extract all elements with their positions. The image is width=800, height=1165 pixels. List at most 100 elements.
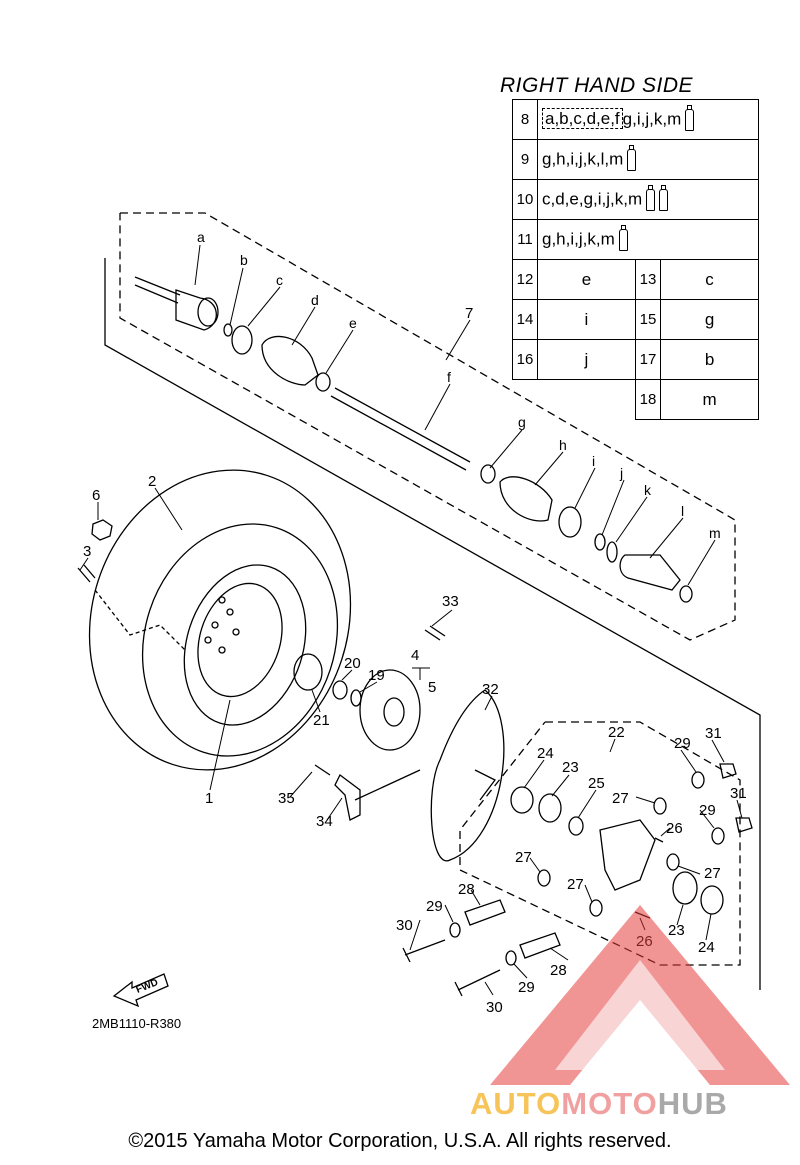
part-23-bearing-right — [672, 871, 698, 905]
part-i-band — [558, 506, 582, 538]
grease-tube-icon — [646, 184, 656, 211]
kit-pair-right-number: 18 — [634, 379, 662, 420]
label-j: j — [619, 465, 623, 481]
part-29-washer-mid — [711, 827, 725, 845]
kit-row-contents: g,h,i,j,k,l,m — [537, 139, 759, 180]
callout-26-top: 26 — [666, 820, 683, 837]
callout-27-d: 27 — [704, 865, 721, 882]
callout-19: 19 — [368, 667, 385, 684]
callout-2: 2 — [148, 473, 156, 490]
callout-35: 35 — [278, 790, 295, 807]
copyright-notice: ©2015 Yamaha Motor Corporation, U.S.A. A… — [128, 1130, 672, 1152]
kit-pair-left-value: i — [537, 299, 636, 340]
callout-31-top: 31 — [705, 725, 722, 742]
kit-pair-right-value: b — [660, 339, 759, 380]
kit-row-number: 11 — [512, 219, 538, 260]
callout-27-c: 27 — [567, 876, 584, 893]
callout-34: 34 — [316, 813, 333, 830]
grease-tube-icon — [659, 184, 669, 211]
kit-pair-left-value: e — [537, 259, 636, 300]
callout-1: 1 — [205, 790, 213, 807]
label-b: b — [240, 252, 248, 268]
label-e: e — [349, 315, 357, 331]
part-g-band — [480, 464, 496, 484]
callout-21: 21 — [313, 712, 330, 729]
callout-29-bottom: 29 — [518, 979, 535, 996]
valve-leader — [94, 589, 186, 651]
part-34-bracket — [334, 774, 361, 821]
callout-7: 7 — [465, 305, 473, 322]
label-a: a — [197, 229, 205, 245]
part-h-boot — [499, 476, 553, 522]
kit-pair-left-number: 14 — [512, 299, 538, 340]
grease-tube-icon — [618, 224, 628, 251]
callout-20: 20 — [344, 655, 361, 672]
part-f-shaft — [330, 387, 471, 471]
part-j-clip — [594, 533, 606, 551]
callout-32: 32 — [482, 681, 499, 698]
label-i: i — [592, 453, 595, 469]
part-24-bearing-left — [510, 786, 534, 814]
fwd-arrow-icon: FWD — [112, 973, 169, 1008]
label-h: h — [559, 437, 567, 453]
kit-row-text: c,d,e,g,i,j,k,m — [542, 188, 643, 208]
watermark-text: AUTOMOTOHUB — [470, 1086, 728, 1122]
kit-pair-right-value: c — [660, 259, 759, 300]
part-32-brake-disc — [430, 689, 505, 862]
part-29-washer-left — [449, 922, 461, 938]
part-31-nut-top — [719, 763, 737, 779]
part-27-bushing-c — [589, 899, 603, 917]
part-c-boot-band — [231, 325, 253, 355]
kit-row-text: g,i,j,k,m — [622, 108, 682, 128]
callout-31-mid: 31 — [730, 785, 747, 802]
part-b-circlip — [223, 323, 233, 337]
part-l-inner-joint — [619, 554, 681, 591]
drawing-code: 2MB1110-R380 — [92, 1016, 182, 1031]
part-24-bearing-right — [700, 885, 724, 915]
part-3-valve — [77, 564, 96, 583]
callout-28-lower: 28 — [550, 962, 567, 979]
part-d-boot — [261, 335, 319, 386]
callout-22: 22 — [608, 724, 625, 741]
part-26-fitting-top — [654, 837, 664, 843]
part-28-collar-upper — [464, 899, 506, 926]
part-25-seal — [568, 816, 584, 836]
assembly-frame-line — [104, 258, 761, 990]
label-c: c — [276, 272, 283, 288]
callout-3: 3 — [83, 543, 91, 560]
knuckle-body — [599, 819, 656, 891]
part-23-bearing-left — [538, 793, 562, 823]
kit-row-text: g,h,i,j,k,m — [542, 228, 615, 248]
kit-pair-right-number: 17 — [634, 339, 662, 380]
callout-27-b: 27 — [515, 849, 532, 866]
callout-25: 25 — [588, 775, 605, 792]
kit-pair-right-value: m — [660, 379, 759, 420]
kit-pair-right-value: g — [660, 299, 759, 340]
callout-30-upper: 30 — [396, 917, 413, 934]
part-27-bushing-b — [537, 869, 551, 887]
part-6-nut — [91, 519, 113, 541]
callout-29-left: 29 — [426, 898, 443, 915]
callout-28-upper: 28 — [458, 881, 475, 898]
callout-23-bottom: 23 — [668, 922, 685, 939]
driveshaft-kit-outline — [119, 212, 736, 641]
part-e-band — [315, 372, 331, 392]
callout-30-lower: 30 — [486, 999, 503, 1016]
fwd-label: FWD — [135, 977, 160, 996]
callout-24-top: 24 — [537, 745, 554, 762]
part-29-washer-bottom — [505, 950, 517, 966]
part-31-nut-mid — [735, 817, 753, 833]
callout-29-mid: 29 — [699, 802, 716, 819]
part-33-bolt — [424, 625, 446, 641]
part-20-collar — [332, 680, 348, 700]
kit-pair-left-number: 16 — [512, 339, 538, 380]
part-35-bolt — [314, 764, 331, 776]
part-a-outer-cv-joint — [134, 276, 219, 331]
part-28-collar-lower — [519, 932, 561, 959]
